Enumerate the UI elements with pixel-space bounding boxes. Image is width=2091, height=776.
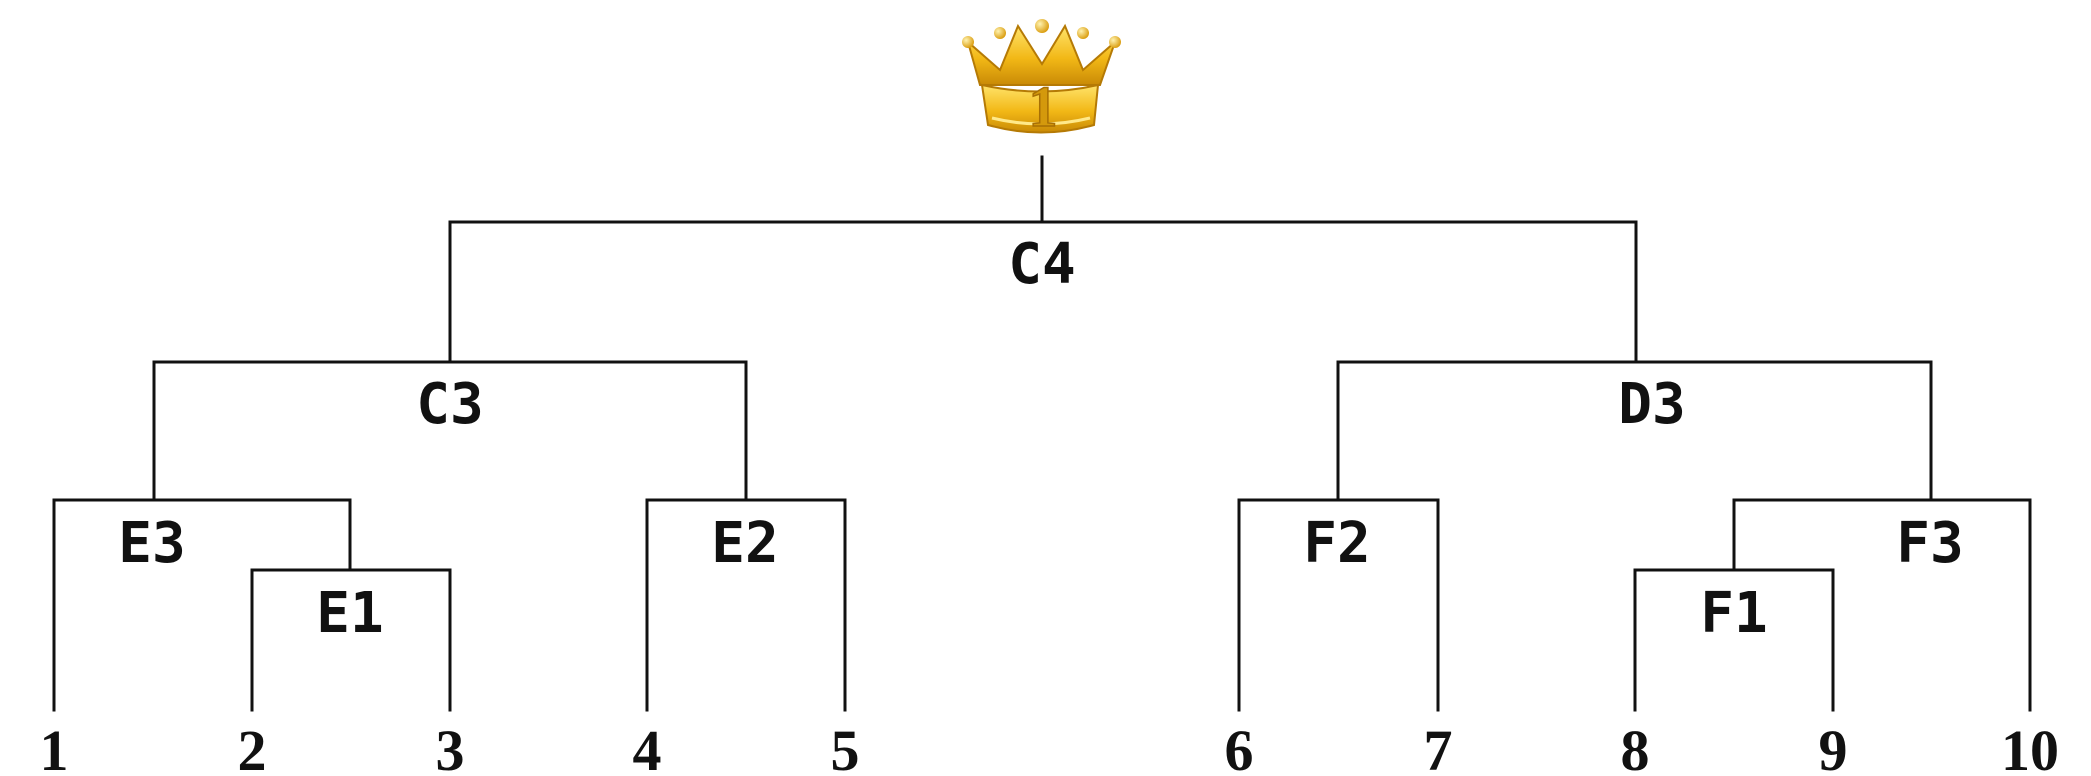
entrant-label: 8 (1621, 718, 1650, 776)
bracket-semifinal-left (152, 360, 748, 502)
match-label-f3: F3 (1896, 511, 1963, 576)
bracket-match-f3 (1732, 498, 2032, 712)
entrant-label: 3 (436, 718, 465, 776)
bracket-final (448, 155, 1638, 364)
bracket-match-e3 (52, 498, 352, 712)
entrant-label: 7 (1424, 718, 1453, 776)
match-label-semifinal-left: C3 (416, 372, 483, 437)
entrant-label: 10 (2001, 718, 2059, 776)
entrant-label: 5 (831, 718, 860, 776)
match-label-f1: F1 (1700, 581, 1767, 646)
bracket-semifinal-right (1336, 360, 1933, 502)
match-label-semifinal-right: D3 (1618, 372, 1685, 437)
bracket-match-e2 (645, 498, 847, 712)
entrant-label: 2 (238, 718, 267, 776)
bracket-match-f1 (1633, 568, 1835, 712)
entrant-label: 4 (633, 718, 662, 776)
entrant-label: 1 (40, 718, 69, 776)
match-label-final: C4 (1008, 232, 1075, 297)
bracket-match-e1 (250, 568, 452, 712)
match-label-e1: E1 (316, 581, 383, 646)
bracket-match-f2 (1237, 498, 1440, 712)
champion-rank: 1 (1029, 74, 1058, 139)
match-label-f2: F2 (1303, 511, 1370, 576)
match-label-e2: E2 (711, 511, 778, 576)
crown-icon: 1 (962, 19, 1121, 140)
match-label-e3: E3 (118, 511, 185, 576)
entrant-label: 6 (1225, 718, 1254, 776)
entrant-label: 9 (1819, 718, 1848, 776)
